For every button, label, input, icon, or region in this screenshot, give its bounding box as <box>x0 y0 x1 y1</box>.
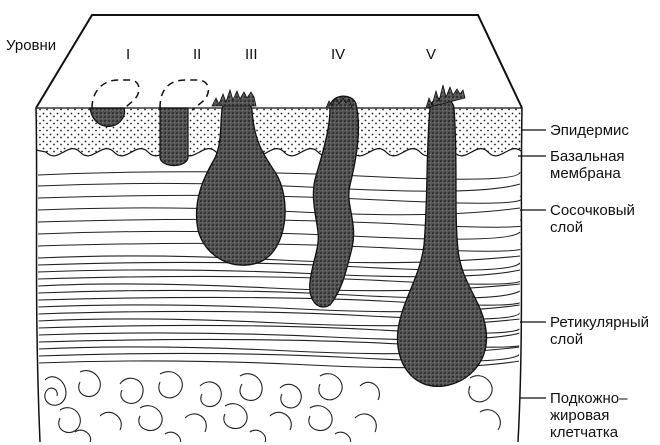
block-right-wall <box>518 108 522 442</box>
label-reticular-line-2: слой <box>550 331 649 348</box>
level-label-3: III <box>245 46 258 63</box>
diagram-title: Уровни <box>6 37 56 54</box>
label-subcutaneous-line-1: Подкожно– <box>550 390 627 407</box>
level-label-1: I <box>126 46 130 63</box>
label-papillary-line-1: Сосочковый <box>550 202 635 219</box>
label-subcutaneous-line-3: клетчатка <box>550 424 627 441</box>
block-left-wall <box>36 108 40 442</box>
lesion-level-2-outline <box>160 80 208 110</box>
label-subcutaneous-fat: Подкожно– жировая клетчатка <box>550 390 627 441</box>
label-epidermis: Эпидермис <box>550 122 629 139</box>
label-basal-membrane: Базальная мембрана <box>550 148 625 182</box>
label-papillary-line-2: слой <box>550 219 635 236</box>
level-label-2: II <box>193 46 201 63</box>
label-basal-membrane-line-2: мембрана <box>550 165 625 182</box>
label-subcutaneous-line-2: жировая <box>550 407 627 424</box>
level-label-5: V <box>426 46 436 63</box>
label-papillary-layer: Сосочковый слой <box>550 202 635 236</box>
lesion-level-1-outline <box>92 80 139 112</box>
level-label-4: IV <box>331 46 345 63</box>
label-basal-membrane-line-1: Базальная <box>550 148 625 165</box>
label-reticular-layer: Ретикулярный слой <box>550 314 649 348</box>
label-reticular-line-1: Ретикулярный <box>550 314 649 331</box>
lesion-level-2 <box>160 108 188 166</box>
lesion-level-3-surface-spread <box>212 90 256 106</box>
